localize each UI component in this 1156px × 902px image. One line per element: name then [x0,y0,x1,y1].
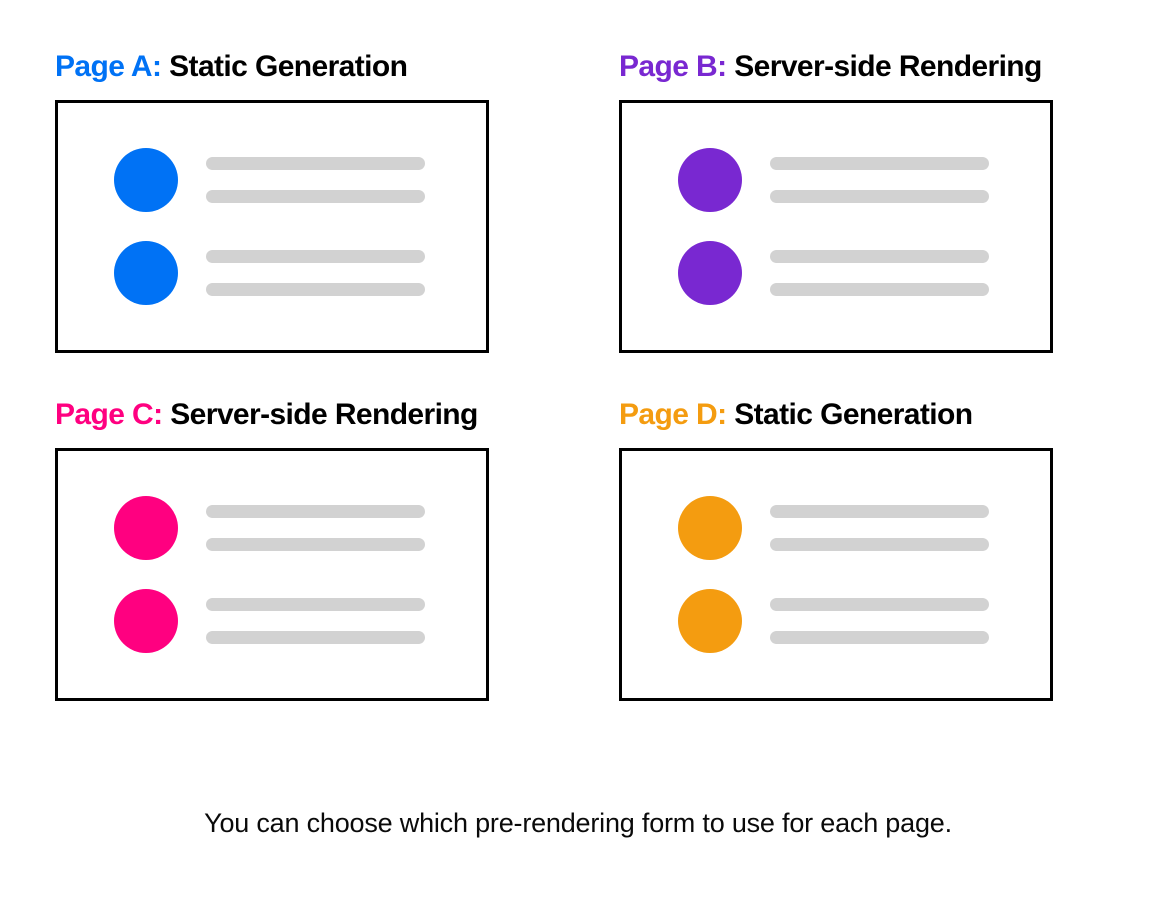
avatar-circle-icon [678,496,742,560]
placeholder-lines [206,505,425,551]
list-item [678,148,989,212]
page-panel-c-mode-label: Server-side Rendering [170,398,478,431]
avatar-circle-icon [114,589,178,653]
page-panel-a-mode-label: Static Generation [169,50,408,83]
card-rows [114,148,425,305]
list-item [678,241,989,305]
placeholder-lines [206,598,425,644]
placeholder-line [770,190,989,203]
placeholder-line [206,250,425,263]
card-rows [678,496,989,653]
placeholder-lines [770,505,989,551]
placeholder-line [206,505,425,518]
placeholder-lines [206,157,425,203]
placeholder-line [206,538,425,551]
placeholder-line [206,157,425,170]
page-panel-d-heading: Page D: Static Generation [619,400,1053,430]
placeholder-lines [206,250,425,296]
placeholder-line [770,598,989,611]
page-panel-c-heading: Page C: Server-side Rendering [55,400,489,430]
card-rows [114,496,425,653]
placeholder-line [206,598,425,611]
avatar-circle-icon [114,148,178,212]
list-item [114,148,425,212]
avatar-circle-icon [678,589,742,653]
page-panel-a: Page A: Static Generation [55,52,489,353]
page-panel-b-mode-label: Server-side Rendering [734,50,1042,83]
page-panel-b: Page B: Server-side Rendering [619,52,1053,353]
placeholder-line [770,250,989,263]
page-panel-b-page-label: Page B: [619,50,727,83]
list-item [114,589,425,653]
page-panel-a-card [55,100,489,353]
placeholder-lines [770,157,989,203]
placeholder-line [770,505,989,518]
page-panel-b-heading: Page B: Server-side Rendering [619,52,1053,82]
placeholder-line [770,631,989,644]
placeholder-line [770,283,989,296]
page-panel-b-card [619,100,1053,353]
placeholder-line [206,631,425,644]
page-panel-c: Page C: Server-side Rendering [55,400,489,701]
placeholder-lines [770,598,989,644]
placeholder-lines [770,250,989,296]
list-item [114,496,425,560]
placeholder-line [206,283,425,296]
list-item [678,589,989,653]
card-rows [678,148,989,305]
placeholder-line [770,157,989,170]
placeholder-line [770,538,989,551]
placeholder-line [206,190,425,203]
avatar-circle-icon [114,496,178,560]
list-item [678,496,989,560]
page-panel-d: Page D: Static Generation [619,400,1053,701]
page-panel-d-mode-label: Static Generation [734,398,973,431]
page-panel-d-page-label: Page D: [619,398,727,431]
page-panel-c-page-label: Page C: [55,398,163,431]
page-panel-c-card [55,448,489,701]
page-panel-a-page-label: Page A: [55,50,162,83]
list-item [114,241,425,305]
avatar-circle-icon [114,241,178,305]
page-panel-grid: Page A: Static Generation [55,52,1053,701]
page-panel-d-card [619,448,1053,701]
diagram-caption: You can choose which pre-rendering form … [204,808,952,838]
avatar-circle-icon [678,148,742,212]
avatar-circle-icon [678,241,742,305]
page-panel-a-heading: Page A: Static Generation [55,52,489,82]
